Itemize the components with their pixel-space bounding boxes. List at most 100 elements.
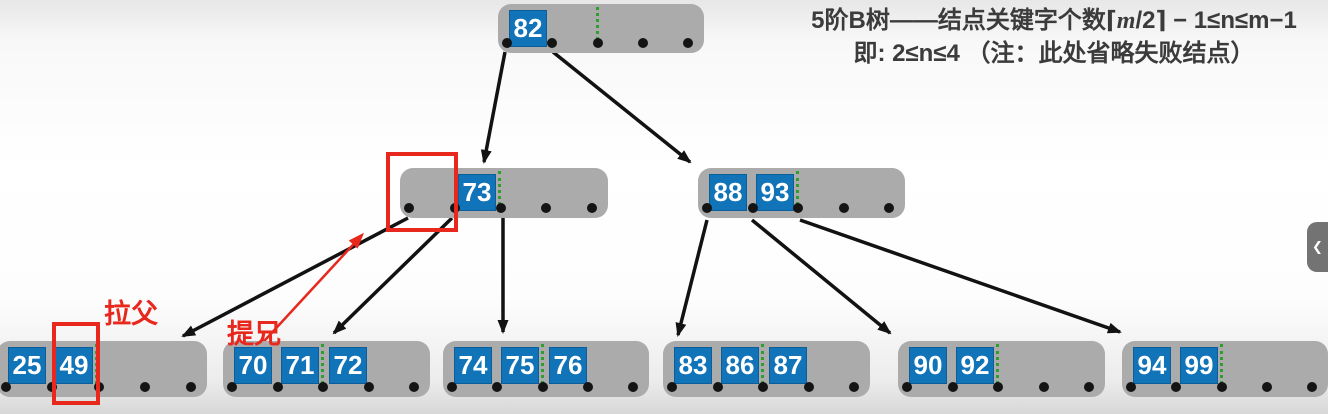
key-72: 72 bbox=[329, 347, 367, 384]
caption-line-2: 即: 2≤n≤4 （注：此处省略失败结点） bbox=[784, 38, 1324, 70]
child-pointer-dot bbox=[1216, 382, 1227, 392]
split-divider bbox=[596, 7, 599, 46]
child-pointer-dot bbox=[541, 203, 552, 213]
child-pointer-dot bbox=[702, 203, 712, 213]
edge-internal-right-to-leaf-94-99 bbox=[799, 218, 1122, 334]
child-pointer-dot bbox=[712, 382, 723, 392]
child-pointer-dot bbox=[318, 382, 328, 392]
key-87: 87 bbox=[769, 347, 807, 384]
child-pointer-dot bbox=[849, 382, 859, 392]
btree-node-leaf-25-49: 25 49 bbox=[0, 341, 207, 397]
key-25: 25 bbox=[8, 347, 46, 384]
key-74: 74 bbox=[454, 347, 492, 384]
key-71: 71 bbox=[281, 347, 319, 384]
child-pointer-dot bbox=[667, 382, 677, 392]
pointer-dots bbox=[667, 382, 859, 392]
child-pointer-dot bbox=[1126, 382, 1136, 392]
child-pointer-dot bbox=[495, 203, 506, 213]
caption-line1-pre: 5阶B树——结点关键字个数⌈ bbox=[811, 7, 1117, 34]
btree-node-leaf-94-99: 94 99 bbox=[1122, 341, 1328, 397]
key-73: 73 bbox=[458, 174, 496, 211]
btree-node-leaf-70-71-72: 70 71 72 bbox=[223, 341, 430, 397]
split-divider bbox=[321, 344, 324, 390]
child-pointer-dot bbox=[227, 382, 237, 392]
child-pointer-dot bbox=[547, 38, 558, 48]
key-70: 70 bbox=[234, 347, 272, 384]
child-pointer-dot bbox=[363, 382, 374, 392]
child-pointer-dot bbox=[1, 382, 11, 392]
pull-parent-label: 拉父 bbox=[104, 299, 158, 329]
child-pointer-dot bbox=[186, 382, 196, 392]
child-pointer-dot bbox=[838, 203, 849, 213]
btree-node-leaf-74-75-76: 74 75 76 bbox=[443, 341, 649, 397]
child-pointer-dot bbox=[793, 203, 803, 213]
key-94: 94 bbox=[1133, 347, 1171, 384]
edge-internal-left-to-leaf-25-49 bbox=[181, 216, 409, 338]
key-76: 76 bbox=[549, 347, 587, 384]
side-panel-toggle[interactable]: ❮ bbox=[1307, 222, 1328, 272]
child-pointer-dot bbox=[803, 382, 814, 392]
pointer-dots bbox=[502, 38, 693, 48]
key-93: 93 bbox=[756, 174, 794, 211]
highlight-box-empty-slot bbox=[386, 152, 458, 232]
key-75: 75 bbox=[501, 347, 539, 384]
child-pointer-dot bbox=[884, 203, 894, 213]
btree-node-internal-left: 73 bbox=[400, 168, 608, 218]
pointer-dots bbox=[902, 382, 1094, 392]
btree-node-leaf-90-92: 90 92 bbox=[898, 341, 1105, 397]
edge-root-to-internal-right bbox=[551, 50, 692, 164]
pointer-dots bbox=[702, 203, 894, 213]
highlight-box-key-49 bbox=[52, 322, 100, 405]
child-pointer-dot bbox=[492, 382, 503, 392]
child-pointer-dot bbox=[902, 382, 912, 392]
btree-node-internal-right: 88 93 bbox=[698, 168, 905, 218]
child-pointer-dot bbox=[272, 382, 283, 392]
child-pointer-dot bbox=[502, 38, 512, 48]
pointer-dots bbox=[1126, 382, 1317, 392]
child-pointer-dot bbox=[409, 382, 419, 392]
key-82: 82 bbox=[509, 10, 547, 47]
child-pointer-dot bbox=[758, 382, 768, 392]
key-83: 83 bbox=[674, 347, 712, 384]
btree-node-root: 82 bbox=[498, 4, 704, 53]
btree-node-leaf-83-86-87: 83 86 87 bbox=[663, 341, 870, 397]
child-pointer-dot bbox=[993, 382, 1003, 392]
key-90: 90 bbox=[909, 347, 947, 384]
child-pointer-dot bbox=[139, 382, 150, 392]
key-88: 88 bbox=[709, 174, 747, 211]
split-divider bbox=[796, 171, 799, 211]
child-pointer-dot bbox=[447, 382, 457, 392]
child-pointer-dot bbox=[747, 203, 758, 213]
edge-internal-left-to-leaf-70-71-72 bbox=[332, 216, 454, 335]
child-pointer-dot bbox=[587, 203, 597, 213]
split-divider bbox=[498, 171, 501, 211]
child-pointer-dot bbox=[1261, 382, 1272, 392]
pointer-dots bbox=[447, 382, 638, 392]
key-92: 92 bbox=[956, 347, 994, 384]
caption-line1-post: /2⌉ − 1≤n≤m−1 bbox=[1135, 7, 1297, 34]
child-pointer-dot bbox=[1307, 382, 1317, 392]
raise-sibling-label: 提兄 bbox=[227, 319, 281, 349]
child-pointer-dot bbox=[947, 382, 958, 392]
edge-internal-right-to-leaf-90-92 bbox=[750, 218, 892, 335]
child-pointer-dot bbox=[404, 203, 414, 213]
child-pointer-dot bbox=[637, 38, 648, 48]
child-pointer-dot bbox=[1084, 382, 1094, 392]
caption-line2-note: （注：此处省略失败结点） bbox=[966, 39, 1255, 67]
child-pointer-dot bbox=[582, 382, 593, 392]
child-pointer-dot bbox=[537, 382, 548, 392]
split-divider bbox=[541, 344, 544, 390]
split-divider bbox=[761, 344, 764, 390]
key-99: 99 bbox=[1180, 347, 1218, 384]
edge-root-to-internal-left bbox=[480, 51, 507, 164]
child-pointer-dot bbox=[592, 38, 603, 48]
child-pointer-dot bbox=[628, 382, 638, 392]
child-pointer-dot bbox=[683, 38, 693, 48]
edge-internal-right-to-leaf-83-86-87 bbox=[675, 219, 709, 337]
key-49: 49 bbox=[55, 347, 93, 384]
child-pointer-dot bbox=[1171, 382, 1182, 392]
pointer-dots bbox=[227, 382, 419, 392]
chevron-left-icon: ❮ bbox=[1312, 239, 1323, 254]
title-caption: 5阶B树——结点关键字个数⌈m/2⌉ − 1≤n≤m−1 即: 2≤n≤4 （注… bbox=[784, 5, 1324, 69]
